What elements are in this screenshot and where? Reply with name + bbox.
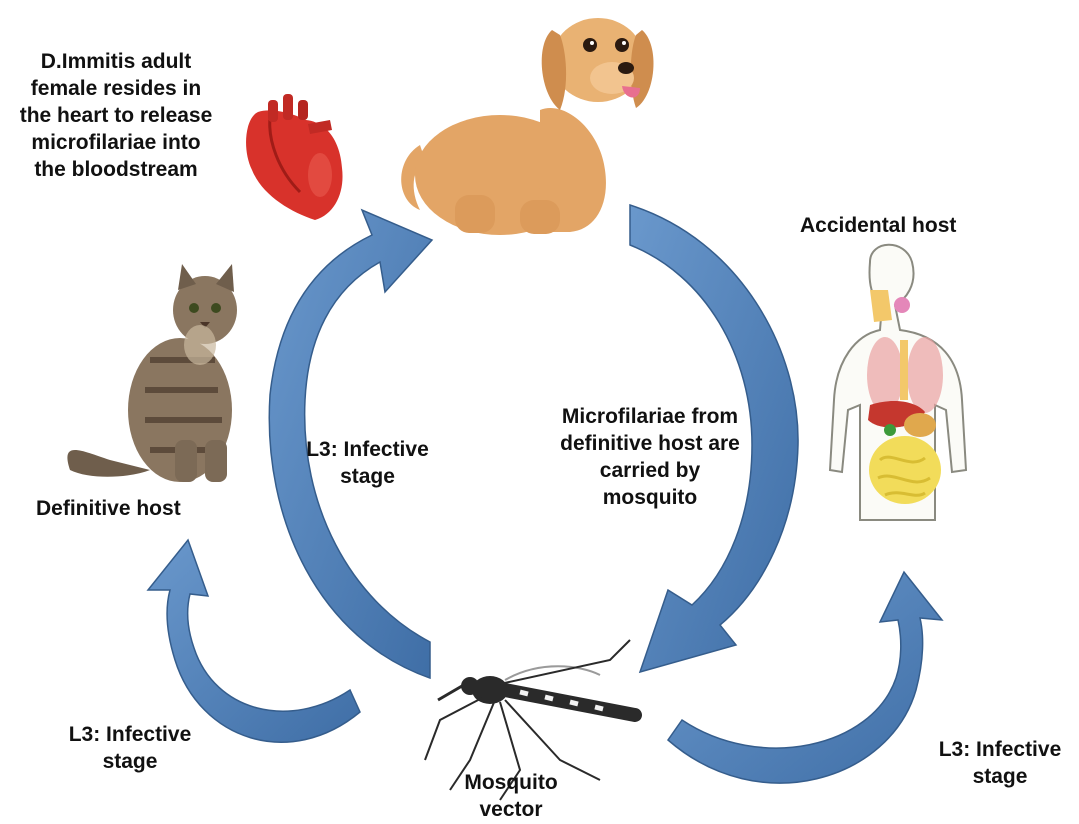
mosquito-vector-label: Mosquito vector xyxy=(446,769,576,823)
human-anatomy-icon xyxy=(830,245,966,520)
bottom-right-stage-label: L3: Infective stage xyxy=(920,736,1079,790)
cat-icon xyxy=(67,264,237,482)
center-left-stage-label: L3: Infective stage xyxy=(285,436,450,490)
accidental-host-label: Accidental host xyxy=(800,212,956,239)
heart-icon xyxy=(246,94,342,220)
definitive-host-label: Definitive host xyxy=(36,495,181,522)
center-right-note-label: Microfilariae from definitive host are c… xyxy=(535,403,765,511)
heart-note-label: D.Immitis adult female resides in the he… xyxy=(0,48,232,183)
bottom-left-stage-label: L3: Infective stage xyxy=(45,721,215,775)
dog-icon xyxy=(401,18,653,235)
